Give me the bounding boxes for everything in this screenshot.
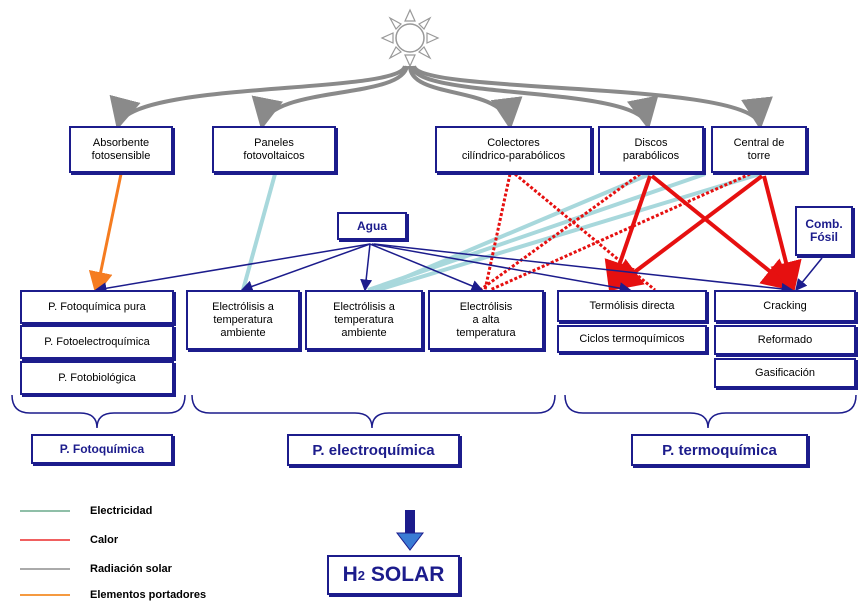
electricity-arrows — [241, 172, 761, 292]
legend-line-portadores — [20, 594, 70, 596]
legend-item-portadores: Elementos portadores — [20, 589, 206, 601]
source-discos: Discos parabólicos — [598, 126, 704, 173]
carrier-arrow — [88, 173, 123, 296]
legend-label: Elementos portadores — [90, 589, 207, 601]
process-electrolisis-amb-1: Electrólisis a temperatura ambiente — [186, 290, 300, 350]
process-ciclos: Ciclos termoquímicos — [557, 325, 707, 353]
process-electrolisis-amb-2: Electrólisis a temperatura ambiente — [305, 290, 423, 350]
process-cracking: Cracking — [714, 290, 856, 322]
sun-icon — [380, 8, 440, 68]
category-braces — [11, 394, 857, 429]
legend-label: Radiación solar — [90, 563, 172, 575]
legend-line-radiacion — [20, 568, 70, 570]
process-reformado: Reformado — [714, 325, 856, 355]
radiation-arrows — [109, 64, 773, 130]
legend-label: Electricidad — [90, 505, 153, 517]
process-fotobiologica: P. Fotobiológica — [20, 361, 174, 395]
heat-arrows — [604, 174, 802, 294]
process-termolisis: Termólisis directa — [557, 290, 707, 322]
legend-line-electricidad — [20, 510, 70, 512]
input-agua: Agua — [337, 212, 407, 240]
product-h: H — [342, 563, 358, 586]
legend-item-electricidad: Electricidad — [20, 505, 152, 517]
down-arrow-icon — [395, 510, 425, 551]
category-electroquimica: P. electroquímica — [287, 434, 460, 466]
process-fotoelectroquimica: P. Fotoelectroquímica — [20, 325, 174, 359]
legend-line-calor — [20, 539, 70, 541]
legend-label: Calor — [90, 534, 119, 546]
category-fotoquimica: P. Fotoquímica — [31, 434, 173, 464]
water-arrows — [94, 243, 823, 295]
source-paneles: Paneles fotovoltaicos — [212, 126, 336, 173]
product-sub: 2 — [357, 567, 366, 583]
category-termoquimica: P. termoquímica — [631, 434, 808, 466]
legend-item-radiacion: Radiación solar — [20, 563, 172, 575]
process-electrolisis-alta: Electrólisis a alta temperatura — [428, 290, 544, 350]
process-fotoquimica-pura: P. Fotoquímica pura — [20, 290, 174, 324]
product-rest: SOLAR — [365, 563, 445, 586]
legend-item-calor: Calor — [20, 534, 118, 546]
process-gasificacion: Gasificación — [714, 358, 856, 388]
input-comb-fosil: Comb. Fósil — [795, 206, 853, 256]
source-colectores: Colectores cilíndrico-parabólicos — [435, 126, 592, 173]
source-central: Central de torre — [711, 126, 807, 173]
source-absorbente: Absorbente fotosensible — [69, 126, 173, 173]
